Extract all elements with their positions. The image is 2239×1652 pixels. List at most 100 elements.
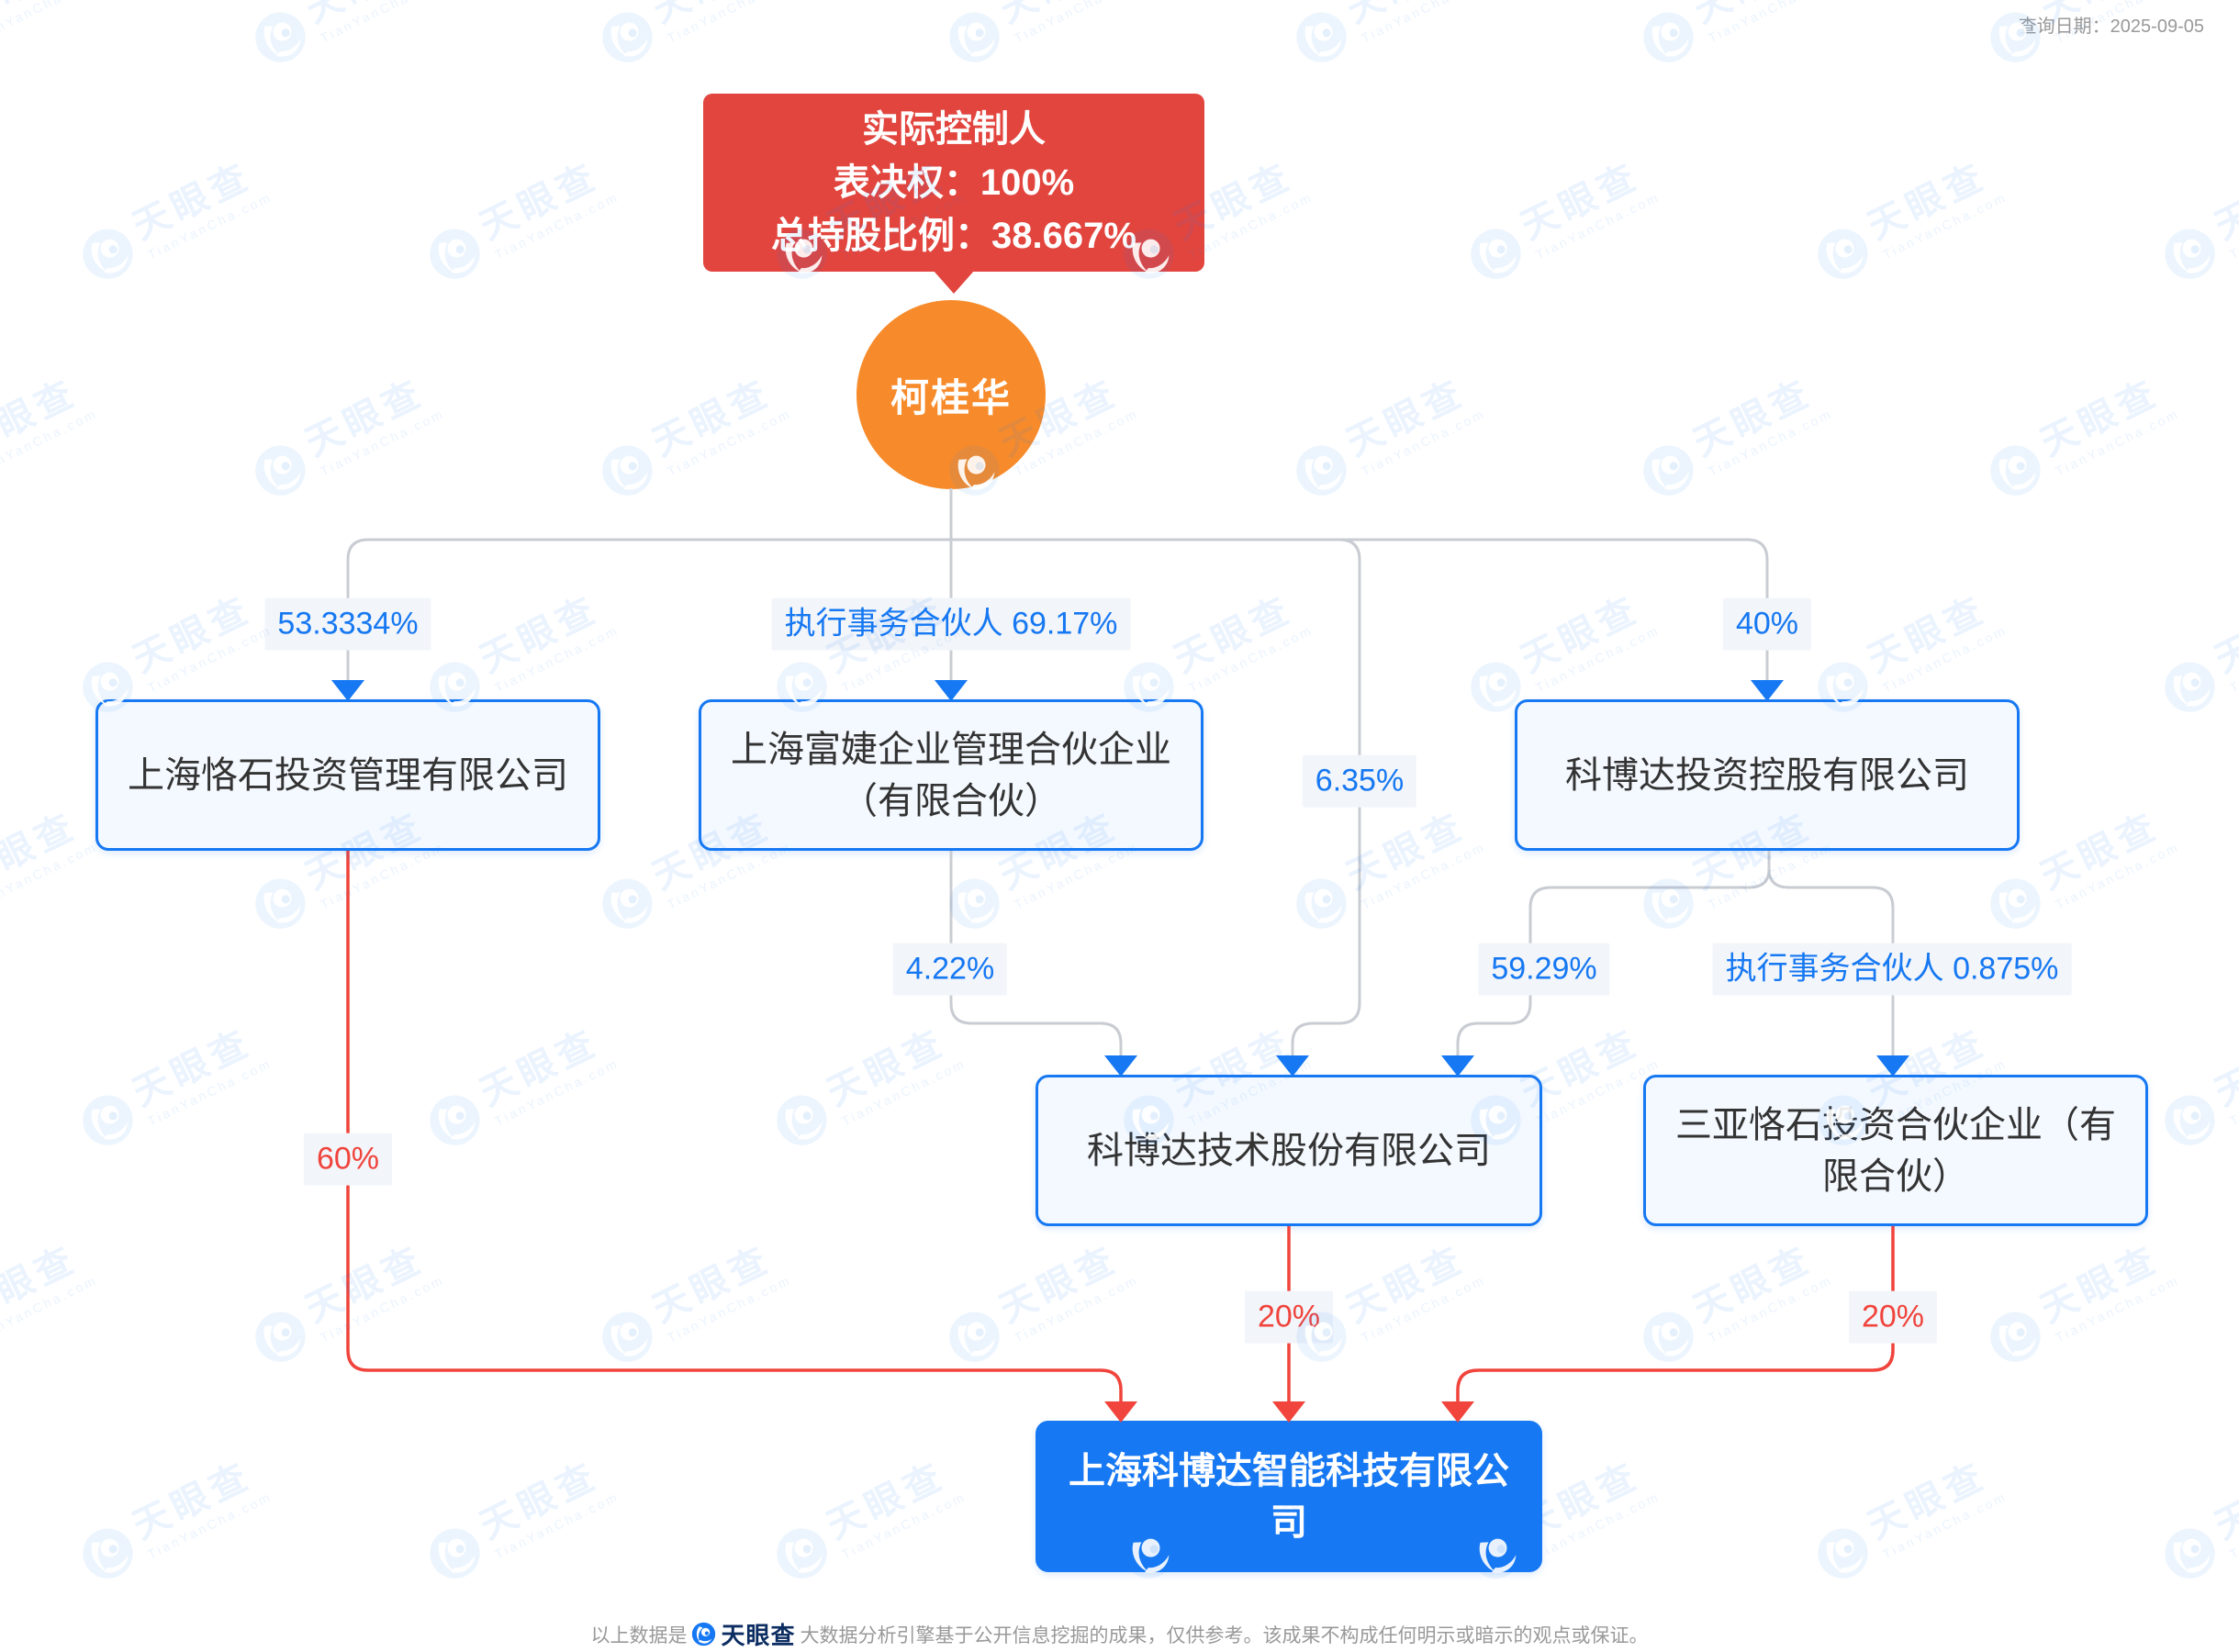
watermark-item: 天眼查 TianYanCha.com [0, 803, 100, 940]
watermark-domain: TianYanCha.com [492, 189, 621, 262]
arrowhead-icon [331, 680, 364, 701]
edge-label-sanya-target-share: 20% [1848, 1290, 1938, 1344]
watermark-brand: 天眼查 [474, 1455, 606, 1547]
node-company-kbd-holding[interactable]: 科博达投资控股有限公司 [1515, 699, 2020, 851]
watermark-item: 天眼查 TianYanCha.com [1807, 1453, 2010, 1590]
watermark-domain: TianYanCha.com [1880, 1489, 2010, 1562]
query-date: 查询日期：2025-09-05 [2018, 17, 2204, 37]
watermark-domain: TianYanCha.com [318, 406, 447, 479]
watermark-domain: TianYanCha.com [839, 1489, 968, 1562]
watermark-domain: TianYanCha.com [0, 0, 100, 46]
company-name: 科博达投资控股有限公司 [1565, 754, 1969, 796]
watermark-brand: 天眼查 [1862, 1455, 1994, 1547]
watermark-text: 天眼查 TianYanCha.com [2209, 1453, 2239, 1561]
tianyancha-watermark-logo-icon [949, 878, 1000, 929]
watermark-item: 天眼查 TianYanCha.com [1632, 1236, 1835, 1373]
watermark-text: 天眼查 TianYanCha.com [821, 1020, 968, 1128]
watermark-brand: 天眼查 [821, 1021, 953, 1114]
tianyancha-watermark-logo-icon [255, 12, 306, 62]
watermark-text: 天眼查 TianYanCha.com [646, 370, 794, 478]
watermark-text: 天眼查 TianYanCha.com [2209, 153, 2239, 262]
tianyancha-watermark-logo-icon [777, 1095, 827, 1145]
watermark-item: 天眼查 TianYanCha.com [591, 370, 794, 507]
watermark-text: 天眼查 TianYanCha.com [299, 0, 447, 46]
arrowhead-icon [1272, 1401, 1305, 1423]
company-name: 科博达技术股份有限公司 [1087, 1130, 1491, 1171]
company-name: 上海科博达智能科技有限公司 [1069, 1450, 1509, 1543]
watermark-text: 天眼查 TianYanCha.com [993, 0, 1141, 46]
watermark-domain: TianYanCha.com [2053, 1272, 2182, 1345]
watermark-domain: TianYanCha.com [1880, 622, 2010, 696]
watermark-domain: TianYanCha.com [1533, 189, 1662, 262]
watermark-item: 天眼查 TianYanCha.com [72, 1020, 274, 1156]
watermark-brand: 天眼查 [2209, 1021, 2239, 1114]
tianyancha-watermark-logo-icon [255, 878, 306, 929]
watermark-brand: 天眼查 [2209, 588, 2239, 681]
callout-title: 实际控制人 [862, 109, 1046, 150]
watermark-brand: 天眼查 [646, 0, 778, 30]
watermark-brand: 天眼查 [474, 155, 606, 248]
watermark-item: 天眼查 TianYanCha.com [419, 1020, 621, 1156]
node-company-sanya[interactable]: 三亚恪石投资合伙企业（有限合伙） [1643, 1075, 2148, 1226]
node-company-target[interactable]: 上海科博达智能科技有限公司 [1036, 1421, 1542, 1572]
node-person-kegui hua[interactable]: 柯桂华 [856, 300, 1046, 489]
watermark-text: 天眼查 TianYanCha.com [1515, 586, 1662, 695]
watermark-text: 天眼查 TianYanCha.com [2034, 803, 2182, 911]
edge-line-sanya-to-target [1456, 1226, 1895, 1402]
tianyancha-watermark-logo-icon [430, 1095, 480, 1145]
watermark-text: 天眼查 TianYanCha.com [127, 153, 274, 262]
watermark-text: 天眼查 TianYanCha.com [2034, 1236, 2182, 1345]
watermark-brand: 天眼查 [0, 372, 84, 464]
watermark-brand: 天眼查 [474, 1021, 606, 1114]
watermark-brand: 天眼查 [993, 0, 1125, 30]
node-company-kbd-tech[interactable]: 科博达技术股份有限公司 [1036, 1075, 1542, 1226]
tianyancha-watermark-logo-icon [1471, 229, 1521, 279]
watermark-text: 天眼查 TianYanCha.com [1340, 0, 1488, 46]
tianyancha-watermark-logo-icon [1990, 445, 2041, 496]
watermark-domain: TianYanCha.com [145, 189, 274, 262]
node-company-fujie[interactable]: 上海富婕企业管理合伙企业（有限合伙） [699, 699, 1203, 851]
watermark-brand: 天眼查 [1515, 588, 1647, 681]
node-company-keshi[interactable]: 上海恪石投资管理有限公司 [95, 699, 600, 851]
tianyancha-watermark-logo-icon [430, 1528, 480, 1579]
watermark-domain: TianYanCha.com [1706, 0, 1835, 46]
watermark-item: 天眼查 TianYanCha.com [2154, 586, 2239, 723]
watermark-item: 天眼查 TianYanCha.com [1285, 370, 1488, 507]
edge-label-holding-sanya-share: 执行事务合伙人 0.875% [1712, 943, 2072, 996]
watermark-item: 天眼查 TianYanCha.com [419, 1453, 621, 1590]
watermark-domain: TianYanCha.com [1880, 189, 2010, 262]
watermark-text: 天眼查 TianYanCha.com [127, 1020, 274, 1128]
watermark-domain: TianYanCha.com [1359, 0, 1488, 46]
tianyancha-watermark-logo-icon [1643, 445, 1694, 496]
footer-disclaimer: 以上数据是 天眼查 大数据分析引擎基于公开信息挖掘的成果，仅供参考。该成果不构成… [0, 1617, 2239, 1651]
arrowhead-icon [1276, 1055, 1309, 1077]
watermark-domain: TianYanCha.com [2053, 406, 2182, 479]
watermark-brand: 天眼查 [2209, 1455, 2239, 1547]
edge-label-fujie-tech-share: 4.22% [892, 943, 1008, 996]
watermark-domain: TianYanCha.com [145, 622, 274, 696]
watermark-item: 天眼查 TianYanCha.com [1285, 803, 1488, 940]
callout-voting-rights: 表决权：100% [833, 162, 1075, 203]
watermark-item: 天眼查 TianYanCha.com [1632, 370, 1835, 507]
arrowhead-icon [1104, 1401, 1137, 1423]
watermark-brand: 天眼查 [1862, 588, 1994, 681]
watermark-domain: TianYanCha.com [492, 1489, 621, 1562]
watermark-item: 天眼查 TianYanCha.com [591, 0, 794, 73]
watermark-domain: TianYanCha.com [1359, 839, 1488, 912]
tianyancha-watermark-logo-icon [1296, 12, 1347, 62]
watermark-brand: 天眼查 [1862, 155, 1994, 248]
tianyancha-watermark-logo-icon [1643, 878, 1694, 929]
tianyancha-logo-icon [692, 1622, 716, 1646]
watermark-text: 天眼查 TianYanCha.com [1515, 153, 1662, 262]
watermark-item: 天眼查 TianYanCha.com [0, 0, 100, 73]
tianyancha-watermark-logo-icon [430, 229, 480, 279]
tianyancha-watermark-logo-icon [1990, 1312, 2041, 1362]
watermark-brand: 天眼查 [821, 1455, 953, 1547]
callout-total-share: 总持股比例：38.667% [771, 216, 1136, 256]
tianyancha-watermark-logo-icon [255, 445, 306, 496]
tianyancha-watermark-logo-icon [602, 1312, 653, 1362]
watermark-brand: 天眼查 [1340, 0, 1472, 30]
watermark-brand: 天眼查 [0, 1238, 84, 1331]
tianyancha-watermark-logo-icon [2165, 229, 2215, 279]
